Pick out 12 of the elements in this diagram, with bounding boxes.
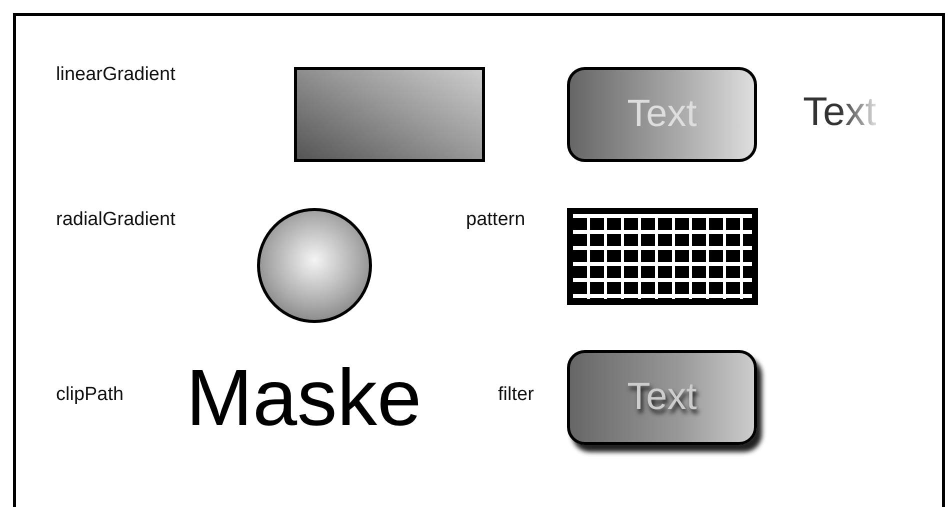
gradient-rectangle [294, 67, 485, 162]
feature-label: filter [498, 384, 534, 406]
shadowed-text-box [567, 350, 757, 445]
feature-label: pattern [466, 209, 526, 231]
clipped-text: Maske [186, 352, 422, 444]
feature-label: clipPath [56, 384, 124, 406]
rounded-text-box [567, 67, 757, 162]
box-text: Text [627, 376, 697, 419]
grid-pattern-box [567, 208, 758, 305]
feature-label: linearGradient [56, 64, 176, 86]
feature-label: radialGradient [56, 209, 176, 231]
box-text: Text [627, 93, 697, 136]
